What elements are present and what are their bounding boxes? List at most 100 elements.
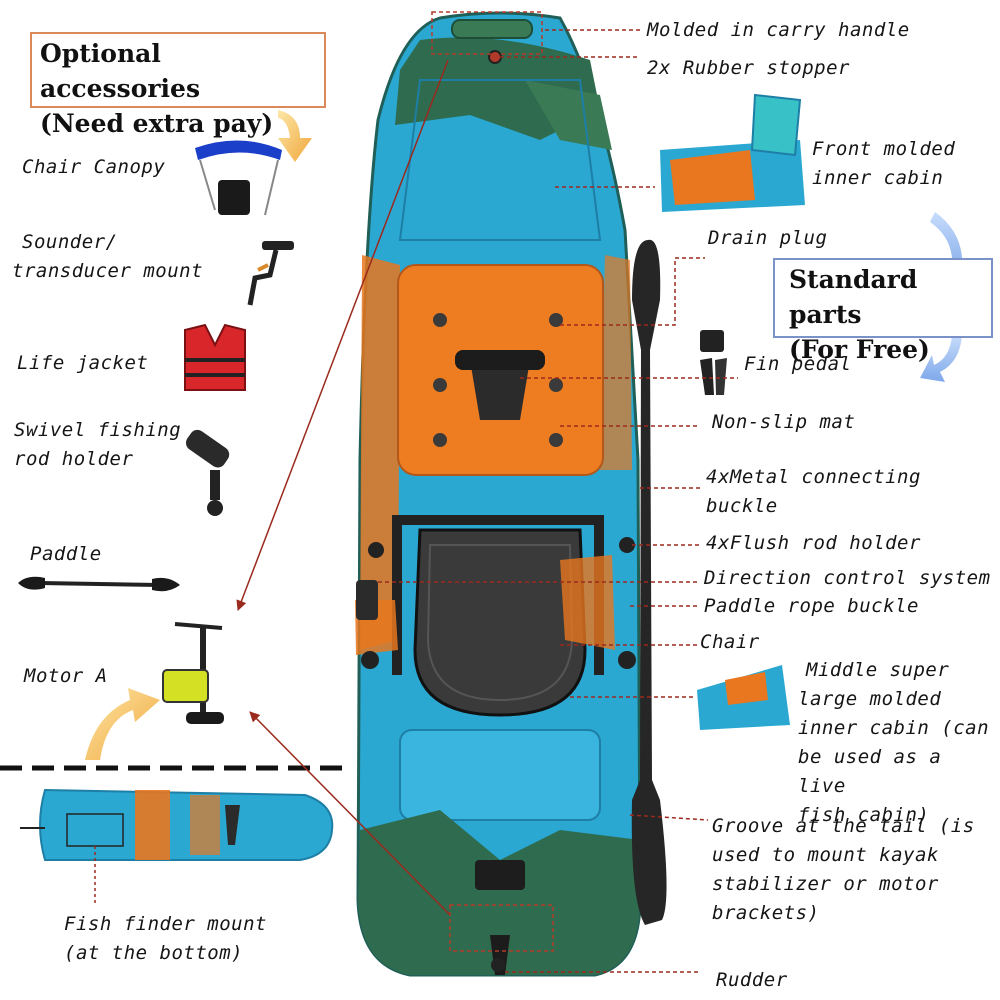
label-groove-line2: used to mount kayak: [712, 844, 939, 866]
label-chair-canopy: Chair Canopy: [22, 153, 165, 182]
flush-rod-holder-2: [619, 537, 635, 553]
leader-lines: [236, 29, 738, 973]
motor-picture: [162, 622, 224, 724]
label-carry-handle: Molded in carry handle: [647, 16, 910, 45]
flush-rod-holder-3: [361, 651, 379, 669]
label-paddle-line: Paddle: [30, 543, 102, 565]
label-carry-handle-line: Molded in carry handle: [647, 19, 910, 41]
label-flush-rod-holder-line: 4xFlush rod holder: [706, 532, 921, 554]
label-front-cabin: Front molded inner cabin: [812, 135, 955, 193]
optional-paddle-picture: [18, 576, 180, 592]
label-rubber-stopper-line: 2x Rubber stopper: [647, 57, 850, 79]
label-middle-cabin-line2: large molded: [798, 688, 942, 710]
pedal-bar: [455, 350, 545, 370]
stern-hatch: [475, 860, 525, 890]
life-jacket-picture: [184, 323, 246, 391]
sounder-mount-picture: [247, 241, 294, 306]
standard-arrow-bottom: [920, 335, 962, 382]
middle-cabin-picture: [697, 665, 790, 730]
label-drain-plug: Drain plug: [708, 224, 827, 253]
label-fish-finder-line2: (at the bottom): [64, 942, 244, 964]
optional-arrow-bottom: [85, 688, 160, 760]
kayak-top-view: [355, 11, 667, 977]
label-middle-cabin-line1: Middle super: [806, 659, 950, 681]
carry-handle: [451, 19, 533, 39]
standard-header-line2: (For Free): [789, 335, 930, 364]
label-metal-buckle-line1: 4xMetal connecting: [706, 466, 921, 488]
label-middle-cabin: Middle super large molded inner cabin (c…: [798, 656, 1000, 830]
label-fin-pedal-line: Fin pedal: [744, 353, 852, 375]
standard-header-line1: Standard parts: [789, 265, 918, 329]
seat-frame-left: [392, 515, 402, 675]
label-direction-control-line: Direction control system: [704, 567, 991, 589]
flush-rod-holder-1: [368, 542, 384, 558]
front-cabin-picture: [660, 93, 805, 212]
label-flush-rod-holder: 4xFlush rod holder: [706, 529, 921, 558]
label-motor: Motor A: [24, 662, 108, 691]
label-motor-line: Motor A: [24, 665, 108, 687]
label-sounder: Sounder/ transducer mount: [12, 228, 203, 286]
label-fish-finder: Fish finder mount (at the bottom): [64, 910, 267, 968]
label-groove-line3: stabilizer or motor: [712, 873, 939, 895]
standard-paddle: [631, 239, 667, 925]
label-fin-pedal: Fin pedal: [744, 350, 851, 379]
label-rudder: Rudder: [716, 966, 788, 995]
label-middle-cabin-line5: fish cabin): [798, 804, 930, 826]
label-sounder-line1: Sounder/: [22, 231, 118, 253]
rubber-stopper-icon: [488, 50, 502, 64]
label-life-jacket: Life jacket: [17, 349, 148, 378]
optional-arrow-top: [278, 110, 312, 162]
seat-frame: [392, 515, 604, 525]
label-paddle: Paddle: [30, 540, 102, 569]
label-non-slip-mat-line: Non-slip mat: [712, 411, 856, 433]
rear-cabin: [399, 729, 601, 821]
label-metal-buckle-line2: buckle: [706, 495, 778, 517]
bow-green-patch-2: [525, 80, 612, 150]
label-front-cabin-line1: Front molded: [812, 138, 956, 160]
front-hatch-outline: [398, 79, 602, 241]
label-sounder-line2: transducer mount: [12, 260, 204, 282]
label-front-cabin-line2: inner cabin: [812, 167, 944, 189]
optional-header-line2: (Need extra pay): [40, 109, 274, 138]
swivel-rod-holder-picture: [185, 429, 230, 516]
direction-control: [356, 580, 378, 620]
label-rudder-line: Rudder: [716, 969, 788, 991]
label-paddle-rope-buckle: Paddle rope buckle: [704, 592, 919, 621]
label-metal-buckle: 4xMetal connecting buckle: [706, 463, 921, 521]
label-rod-holder-line2: rod holder: [14, 448, 134, 470]
stern-green-patch: [358, 810, 640, 975]
mat-holes: [433, 313, 563, 447]
label-groove-line4: brackets): [712, 902, 820, 924]
label-chair: Chair: [700, 628, 760, 657]
label-rubber-stopper: 2x Rubber stopper: [647, 54, 850, 83]
carry-handle-box: [431, 11, 543, 55]
fin-pedal-picture: [700, 330, 727, 395]
optional-accessories-header: Optional accessories (Need extra pay): [30, 32, 326, 138]
label-life-jacket-line: Life jacket: [17, 352, 149, 374]
label-rod-holder: Swivel fishing rod holder: [14, 416, 181, 474]
label-middle-cabin-line3: inner cabin (can: [798, 717, 990, 739]
fish-finder-kayak-picture: [20, 788, 334, 905]
chair-seat-pattern: [426, 544, 574, 702]
flush-rod-holder-4: [618, 651, 636, 669]
label-groove: Groove at the tail (is used to mount kay…: [712, 812, 975, 928]
label-non-slip-mat: Non-slip mat: [712, 408, 855, 437]
label-chair-line: Chair: [700, 631, 760, 653]
label-chair-canopy-line: Chair Canopy: [22, 156, 166, 178]
label-direction-control: Direction control system: [704, 564, 991, 593]
label-drain-plug-line: Drain plug: [708, 227, 828, 249]
fin-pedal-drive: [470, 360, 530, 420]
optional-header-line1: Optional accessories: [40, 39, 201, 103]
orange-side-right: [600, 255, 632, 470]
chair-seat: [413, 528, 587, 717]
orange-rear-patch: [560, 555, 615, 650]
label-middle-cabin-line4: be used as a live: [798, 746, 942, 797]
chair-canopy-picture: [195, 140, 282, 216]
standard-parts-header: Standard parts (For Free): [773, 258, 993, 364]
groove-box: [449, 904, 554, 952]
label-rod-holder-line1: Swivel fishing: [14, 419, 182, 441]
label-paddle-rope-buckle-line: Paddle rope buckle: [704, 595, 919, 617]
label-fish-finder-line1: Fish finder mount: [64, 913, 267, 935]
label-groove-line1: Groove at the tail (is: [712, 815, 975, 837]
